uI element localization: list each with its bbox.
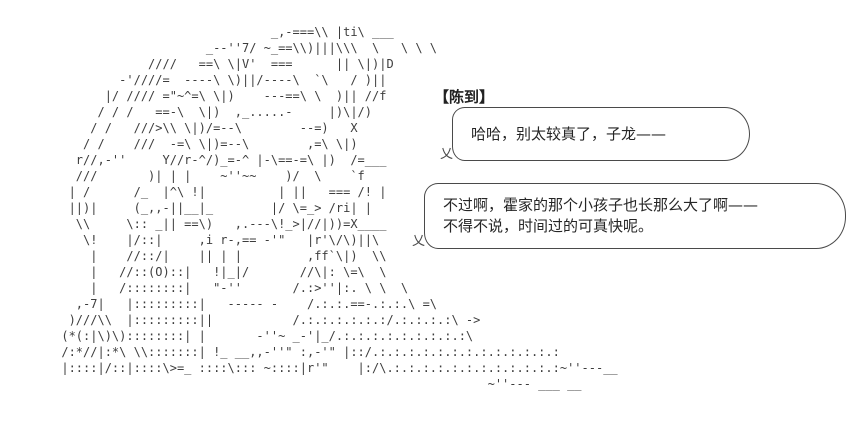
dialogue-line: 哈哈，别太较真了，子龙——	[471, 124, 667, 143]
speech-bubble-second: 不过啊，霍家的那个小孩子也长那么大了啊—— 不得不说，时间过的可真快呢。	[424, 183, 846, 249]
speech-bubble-second-tail: 乂	[412, 234, 426, 249]
dialogue-line: 不得不说，时间过的可真快呢。	[443, 217, 654, 235]
speech-bubble-first: 哈哈，别太较真了，子龙——	[452, 107, 750, 161]
speaker-name-label: 【陈到】	[434, 88, 495, 106]
dialogue-line: 不过啊，霍家的那个小孩子也长那么大了啊——	[443, 196, 759, 214]
speech-bubble-first-tail: 乂	[440, 147, 454, 162]
ascii-art-character: _,-===\\ |ti\ ___ _--''7/ ~_==\\)|||\\\ …	[61, 25, 618, 391]
